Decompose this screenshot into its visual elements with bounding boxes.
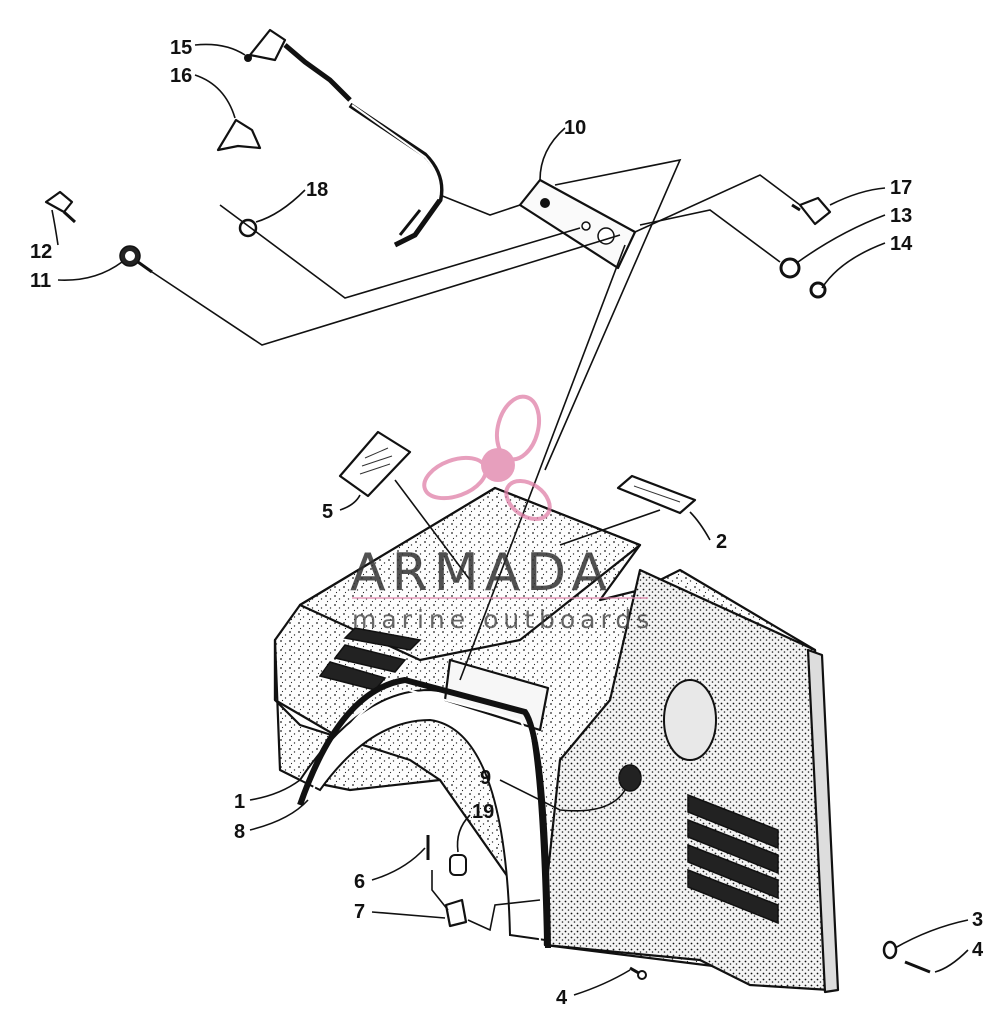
callout-16: 16 [170,65,192,87]
callout-3: 3 [972,909,983,931]
callout-6: 6 [354,871,365,893]
trim-molding [297,676,551,949]
assembly-lines [151,158,801,932]
nut-14 [809,281,827,299]
callout-2: 2 [716,531,727,553]
cable-assembly [348,102,444,248]
access-opening [663,679,717,761]
callout-labels: 15 16 10 18 17 13 14 12 11 5 2 1 8 9 19 … [30,37,984,1009]
callout-4-right: 4 [972,939,984,961]
callout-12: 12 [30,241,52,263]
bracket-16 [216,118,262,152]
washer-13 [779,257,801,279]
screw-4-right [904,960,931,974]
callout-1: 1 [234,791,245,813]
grommet-9 [618,764,642,792]
propeller-logo-icon [422,394,552,522]
callout-19: 19 [472,801,494,823]
screw-4-bottom [629,966,647,980]
callout-7: 7 [354,901,365,923]
callout-14: 14 [890,233,913,255]
side-vents [687,793,779,925]
clip-19 [449,854,467,876]
watermark-title: ARMADA [350,543,613,603]
callout-5: 5 [322,501,333,523]
callout-15: 15 [170,37,192,59]
decal-5 [338,430,412,498]
callout-11: 11 [30,270,51,292]
switch-17 [791,196,832,226]
decal-2 [616,474,697,515]
washer-3 [882,940,898,960]
console-housing [273,486,840,994]
callout-10: 10 [564,117,586,139]
bracket-7 [444,898,468,928]
dash-plate [518,178,637,270]
callout-18: 18 [306,179,328,201]
watermark-subtitle: marine outboards [352,605,654,634]
callout-8: 8 [234,821,245,843]
key-12 [44,190,77,224]
callout-13: 13 [890,205,912,227]
armada-watermark: ARMADA marine outboards [350,394,654,634]
callout-4-bottom: 4 [556,987,568,1009]
callout-leaders [51,43,969,996]
callout-9: 9 [480,767,491,789]
switch-11 [119,245,153,274]
throttle-lever [244,28,352,102]
grommet-18 [238,218,258,238]
callout-17: 17 [890,177,912,199]
